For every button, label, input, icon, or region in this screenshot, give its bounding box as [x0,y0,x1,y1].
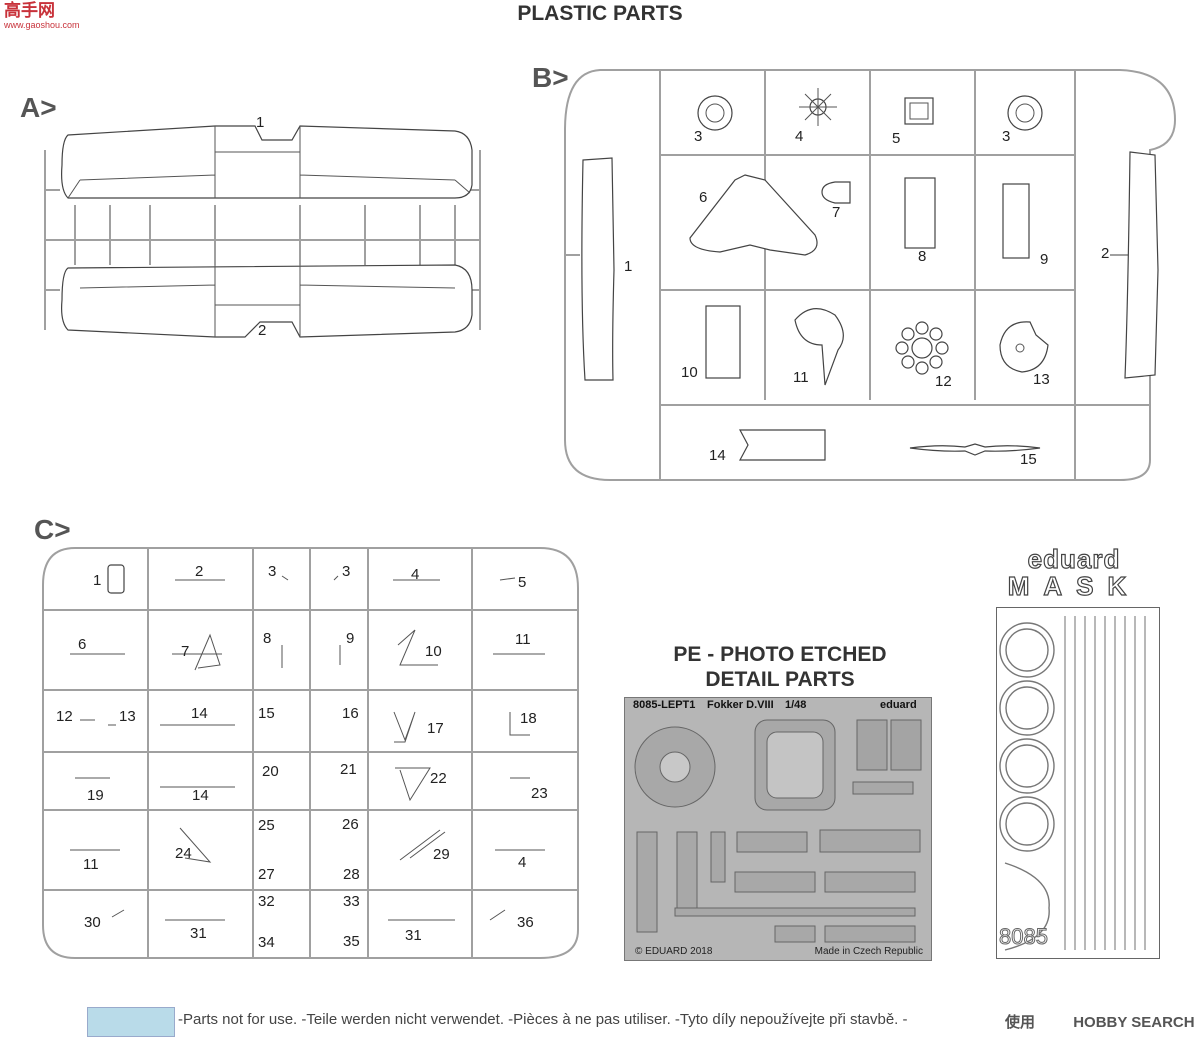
pe-sheet-scale: 1/48 [785,699,807,711]
part-c-26: 26 [342,816,359,833]
site-logo-chars: 高手网 [4,1,55,20]
part-c-22: 22 [430,770,447,787]
hobby-search-watermark: 使用 HOBBY SEARCH [1005,1011,1195,1032]
watermark-chars: 使用 [1005,1014,1036,1031]
part-c-7: 7 [181,643,190,660]
not-for-use-legend: -Parts not for use. -Teile werden nicht … [178,1011,908,1028]
fuselage-right [1124,151,1159,379]
mask-code: 8085 [999,924,1049,950]
part-c-9: 9 [346,630,355,647]
part-c-28: 28 [343,866,360,883]
part-c-20: 20 [262,763,279,780]
part-c-33: 33 [343,893,360,910]
part-b-11: 11 [793,369,809,386]
section-c-label: C> [34,514,71,545]
sprue-a [44,125,481,338]
part-c-31a: 31 [190,925,207,942]
part-b-15: 15 [1020,451,1037,468]
part-b-7: 7 [832,204,841,221]
mask-drawing [999,616,1146,951]
site-logo: 高手网 www.gaoshou.com [4,1,80,32]
pe-heading: PE - PHOTO ETCHED DETAIL PARTS [640,642,920,692]
sprue-b [564,69,1177,481]
part-b-2: 2 [1101,245,1110,262]
part-c-31b: 31 [405,927,422,944]
pe-sheet-header: 8085-LEPT1 Fokker D.VIII 1/48 eduard [625,698,931,712]
part-c-4: 4 [411,566,420,583]
part-c-13: 13 [119,708,136,725]
eduard-mask-logo: eduard MASK [984,544,1164,601]
part-c-3b: 3 [342,563,351,580]
mask-sheet: 8085 [996,607,1160,959]
part-c-5: 5 [518,574,527,591]
section-b-label: B> [532,62,569,93]
pe-made-in: Made in Czech Republic [814,946,923,957]
section-a-label: A> [20,92,57,123]
part-c-18: 18 [520,710,537,727]
part-c-24: 24 [175,845,192,862]
part-c-6: 6 [78,636,87,653]
watermark-brand: HOBBY SEARCH [1073,1014,1195,1031]
pe-sheet-model: Fokker D.VIII [707,699,774,711]
part-c-36: 36 [517,914,534,931]
fuselage-left [581,157,615,381]
part-b-13: 13 [1033,371,1050,388]
part-a-1: 1 [256,114,265,131]
page-title: PLASTIC PARTS [517,2,683,25]
part-b-12: 12 [935,373,952,390]
part-c-25: 25 [258,817,275,834]
pe-frets [634,719,922,943]
part-b-3a: 3 [694,128,703,145]
part-c-16: 16 [342,705,359,722]
part-c-1: 1 [93,572,102,589]
not-for-use-swatch [87,1007,175,1037]
part-c-11b: 11 [83,856,99,873]
part-c-3a: 3 [268,563,277,580]
sprue-c [42,547,579,959]
part-c-11a: 11 [515,631,531,648]
part-c-14b: 14 [192,787,209,804]
part-c-12: 12 [56,708,73,725]
part-c-30: 30 [84,914,101,931]
part-a-2: 2 [258,322,267,339]
pe-heading-line2: DETAIL PARTS [705,668,855,691]
pe-copyright: © EDUARD 2018 [635,946,713,957]
pe-sheet: 8085-LEPT1 Fokker D.VIII 1/48 eduard © E… [624,697,932,961]
mask-brand: eduard [1027,544,1121,574]
part-c-10: 10 [425,643,442,660]
wing-upper [61,125,473,199]
pe-sheet-brand: eduard [880,699,917,711]
part-c-29: 29 [433,846,450,863]
wing-lower [61,264,473,338]
part-c-34: 34 [258,934,275,951]
mask-product: MASK [1007,571,1141,601]
pe-sheet-footer: © EDUARD 2018 Made in Czech Republic [625,946,931,960]
part-c-2: 2 [195,563,204,580]
part-c-15: 15 [258,705,275,722]
part-c-8: 8 [263,630,272,647]
part-b-1: 1 [624,258,633,275]
part-c-19: 19 [87,787,104,804]
part-c-21: 21 [340,761,357,778]
part-b-6: 6 [699,189,708,206]
pe-heading-line1: PE - PHOTO ETCHED [673,643,887,666]
part-b-5: 5 [892,130,901,147]
part-c-23: 23 [531,785,548,802]
part-c-27: 27 [258,866,275,883]
part-b-4: 4 [795,128,804,145]
part-c-32: 32 [258,893,275,910]
part-b-10: 10 [681,364,698,381]
part-b-3b: 3 [1002,128,1011,145]
part-b-14: 14 [709,447,726,464]
part-c-14a: 14 [191,705,208,722]
part-c-35: 35 [343,933,360,950]
part-b-9: 9 [1040,251,1049,268]
part-b-8: 8 [918,248,927,265]
part-c-4b: 4 [518,854,527,871]
part-c-17: 17 [427,720,444,737]
pe-sheet-code: 8085-LEPT1 [633,699,696,711]
site-logo-url: www.gaoshou.com [4,20,80,30]
